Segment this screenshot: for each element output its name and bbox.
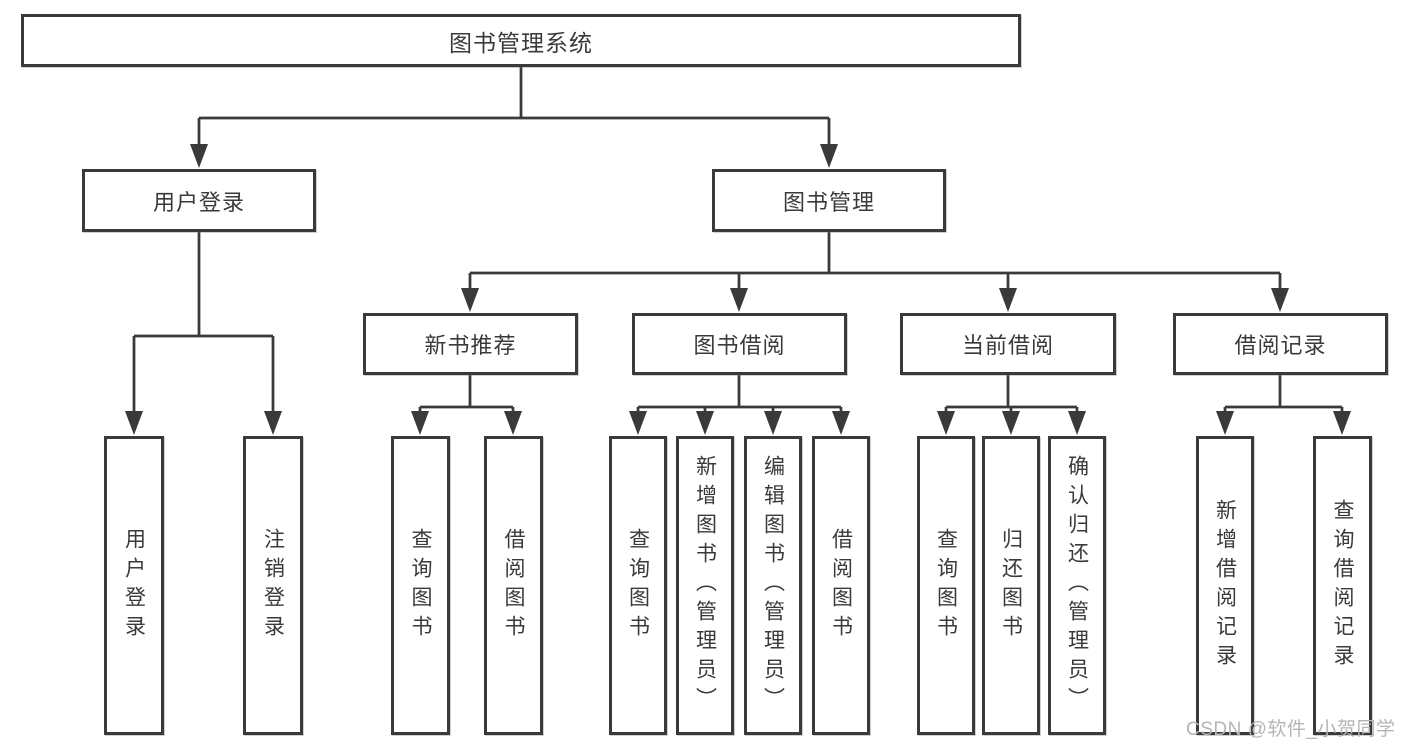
node-book-borrowing: 图书借阅 [632, 313, 847, 375]
leaf-query-books-current: 查询图书 [917, 436, 975, 735]
node-label: 当前借阅 [961, 333, 1054, 358]
node-label: 确认归还（管理员） [1065, 455, 1089, 716]
node-label: 图书借阅 [693, 333, 786, 358]
node-label: 新增图书（管理员） [693, 455, 717, 716]
arrow-icon [504, 411, 522, 435]
leaf-confirm-return-admin: 确认归还（管理员） [1048, 436, 1106, 735]
node-label: 查询图书 [934, 527, 958, 644]
node-label: 新书推荐 [424, 333, 517, 358]
node-library-management-system: 图书管理系统 [21, 14, 1021, 67]
leaf-query-books-borrow: 查询图书 [609, 436, 667, 735]
arrow-icon [696, 411, 714, 435]
arrow-icon [1216, 411, 1234, 435]
leaf-add-book-admin: 新增图书（管理员） [676, 436, 734, 735]
leaf-logout: 注销登录 [243, 436, 303, 735]
arrow-icon [999, 288, 1017, 312]
arrow-icon [937, 411, 955, 435]
arrow-icon [190, 144, 208, 168]
arrow-icon [764, 411, 782, 435]
arrow-icon [730, 288, 748, 312]
node-label: 图书管理 [782, 189, 875, 215]
leaf-borrow-books-recommend: 借阅图书 [484, 436, 543, 735]
node-user-login: 用户登录 [82, 169, 316, 232]
leaf-return-books: 归还图书 [982, 436, 1040, 735]
node-label: 用户登录 [122, 527, 146, 644]
node-label: 新增借阅记录 [1213, 498, 1237, 673]
arrow-icon [820, 144, 838, 168]
arrow-icon [629, 411, 647, 435]
node-label: 借阅记录 [1234, 333, 1327, 358]
connector-newbook-to-leaves [418, 375, 515, 413]
node-label: 编辑图书（管理员） [761, 455, 785, 716]
node-new-book-recommendation: 新书推荐 [363, 313, 578, 375]
arrow-icon [461, 288, 479, 312]
arrow-icon [1271, 288, 1289, 312]
leaf-add-borrow-record: 新增借阅记录 [1196, 436, 1254, 735]
leaf-borrow-books-borrow: 借阅图书 [812, 436, 870, 735]
node-borrowing-records: 借阅记录 [1173, 313, 1388, 375]
arrow-icon [125, 411, 143, 435]
connector-book-mgmt-to-level3 [468, 232, 1282, 291]
csdn-watermark: CSDN @软件_小贺同学 [1186, 719, 1396, 740]
node-current-borrowing: 当前借阅 [900, 313, 1116, 375]
connector-current-to-leaves [944, 375, 1079, 413]
arrow-icon [832, 411, 850, 435]
arrow-icon [1002, 411, 1020, 435]
node-label: 查询图书 [626, 527, 650, 644]
connector-borrow-to-leaves [636, 375, 843, 413]
leaf-query-books-recommend: 查询图书 [391, 436, 450, 735]
node-label: 借阅图书 [502, 527, 525, 644]
node-label: 归还图书 [999, 527, 1023, 644]
node-label: 注销登录 [261, 527, 285, 644]
arrow-icon [411, 411, 429, 435]
arrow-icon [1333, 411, 1351, 435]
node-label: 查询图书 [409, 527, 432, 644]
node-label: 查询借阅记录 [1331, 498, 1354, 673]
connector-user-login-to-leaves [132, 232, 275, 413]
arrowheads [125, 144, 1351, 435]
node-label: 借阅图书 [829, 527, 853, 644]
connector-root-to-level2 [197, 67, 831, 146]
connector-record-to-leaves [1223, 375, 1344, 413]
node-book-management: 图书管理 [712, 169, 946, 232]
leaf-user-login: 用户登录 [104, 436, 164, 735]
node-label: 图书管理系统 [449, 29, 593, 56]
arrow-icon [1068, 411, 1086, 435]
arrow-icon [264, 411, 282, 435]
leaf-edit-book-admin: 编辑图书（管理员） [744, 436, 802, 735]
leaf-query-borrow-record: 查询借阅记录 [1313, 436, 1372, 735]
node-label: 用户登录 [152, 189, 245, 215]
